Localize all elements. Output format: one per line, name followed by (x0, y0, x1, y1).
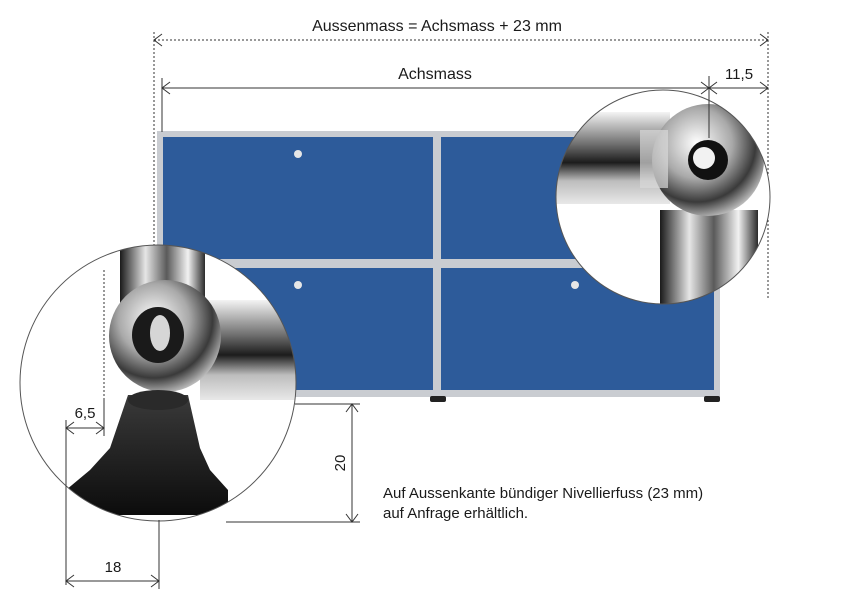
cabinet-foot (430, 396, 446, 402)
detail-circle-top (555, 89, 771, 305)
detail-circle-bottom (19, 244, 297, 522)
foot-width-dimension (65, 520, 160, 589)
note-line-1: Auf Aussenkante bündiger Nivellierfuss (… (383, 485, 704, 502)
lock-knob (294, 281, 302, 289)
foot-height-label: 20 (332, 455, 349, 472)
lock-knob (294, 150, 302, 158)
availability-note: Auf Aussenkante bündiger Nivellierfuss (… (383, 484, 703, 524)
outer-dimension-label: Aussenmass = Achsmass + 23 mm (312, 18, 562, 35)
cabinet-foot (704, 396, 720, 402)
axis-dimension-label: Achsmass (398, 66, 472, 83)
note-line-2: auf Anfrage erhältlich. (383, 505, 529, 522)
offset-label-top: 11,5 (725, 66, 753, 83)
foot-width-label: 18 (105, 559, 122, 576)
foot-offset-dimension (65, 400, 105, 585)
foot-offset-label: 6,5 (75, 405, 96, 422)
foot-height-dimension (226, 403, 360, 523)
leveling-foot (66, 395, 228, 515)
outer-dimension (153, 32, 769, 400)
lock-knob (571, 281, 579, 289)
offset-dimension-top (708, 76, 769, 138)
